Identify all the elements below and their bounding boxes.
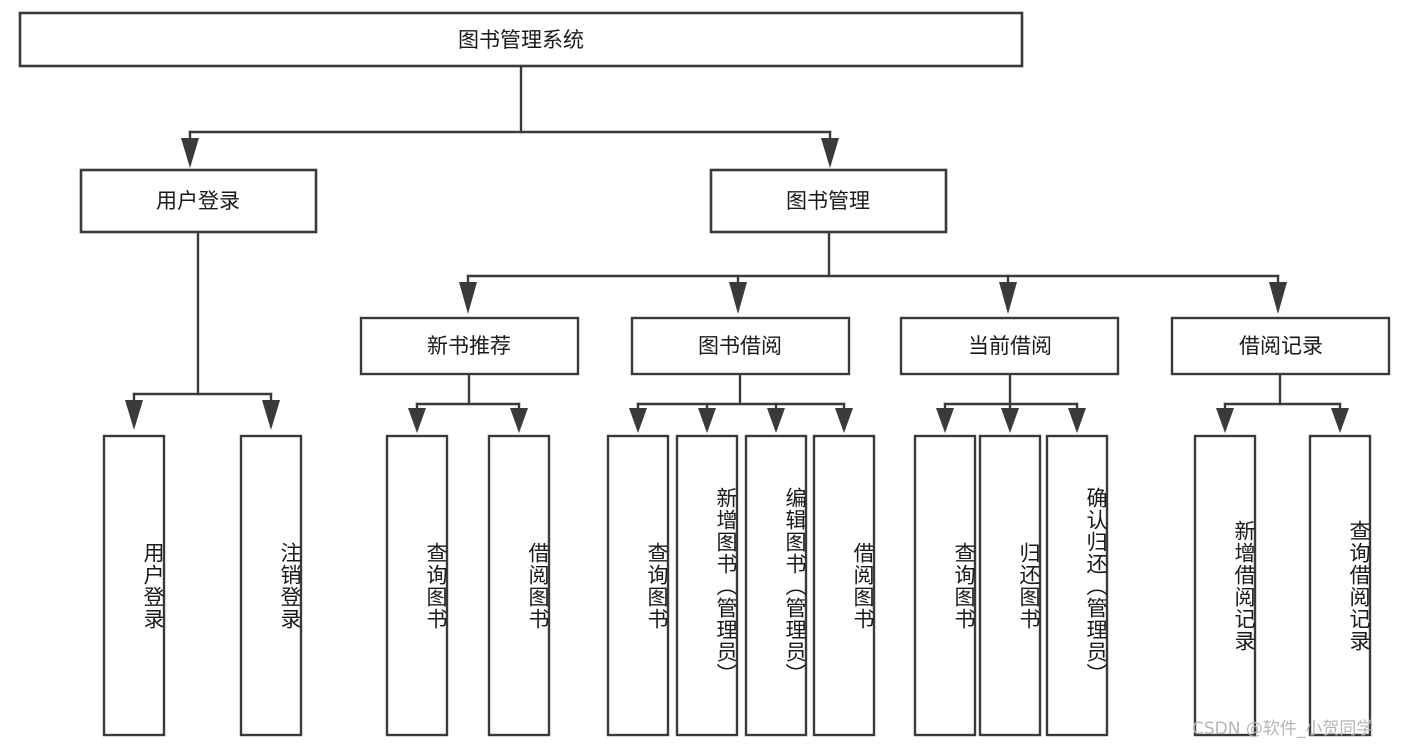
node-book-manage-box[interactable] [709,168,948,234]
arrowhead-to-current-borrow [999,282,1017,314]
node-root-box[interactable] [18,11,1024,68]
connector-group-user-login [125,230,280,430]
connector-group-root [181,64,839,168]
connector-group-book-manage [459,230,1287,314]
node-new-book-recommend-label: 新书推荐 [427,334,511,358]
arrowhead-to-book-borrow [729,282,747,314]
node-new-book-recommend-box[interactable] [359,316,580,376]
node-current-borrow[interactable]: 当前借阅 [899,316,1120,376]
leaf-box-add-book[interactable] [675,434,739,737]
leaf-box-add-record[interactable] [1193,434,1257,737]
arrowhead-to-leaf-return-book [1001,408,1019,433]
node-borrow-record-box[interactable] [1170,316,1391,376]
csdn-watermark: CSDN @软件_小贺同学 [1192,719,1374,739]
leaf-box-user-login[interactable] [102,434,166,737]
arrowhead-to-leaf-edit-book [767,408,785,433]
node-user-login-label: 用户登录 [156,189,240,213]
arrowhead-to-new-book-recommend [459,282,477,314]
node-current-borrow-label: 当前借阅 [968,334,1052,358]
arrowhead-to-leaf-borrow-book-2 [835,408,853,433]
connector-group-current-borrow [936,372,1086,433]
arrowhead-to-leaf-query-book-3 [936,408,954,433]
node-book-borrow-box[interactable] [630,316,851,376]
leaf-box-borrow-book-1[interactable] [487,434,551,737]
connector-group-new-book-recommend [408,372,528,433]
node-book-borrow-label: 图书借阅 [698,334,782,358]
arrowhead-to-leaf-confirm-return [1068,408,1086,433]
arrowhead-to-leaf-borrow-book-1 [510,408,528,433]
arrowhead-to-leaf-query-record [1331,408,1349,433]
node-borrow-record[interactable]: 借阅记录 [1170,316,1391,376]
node-book-borrow[interactable]: 图书借阅 [630,316,851,376]
arrowhead-to-book-manage [821,138,839,168]
connector-group-borrow-record [1216,372,1349,433]
leaf-box-query-book-3[interactable] [913,434,977,737]
node-new-book-recommend[interactable]: 新书推荐 [359,316,580,376]
node-root-label: 图书管理系统 [458,28,584,52]
node-current-borrow-box[interactable] [899,316,1120,376]
node-user-login-box[interactable] [79,168,318,234]
arrowhead-to-user-login [181,138,199,168]
node-book-manage-label: 图书管理 [786,189,870,213]
arrowhead-to-leaf-add-record [1216,408,1234,433]
arrowhead-to-leaf-user-login [125,400,143,430]
leaf-box-borrow-book-2[interactable] [812,434,876,737]
connector-group-book-borrow [629,372,853,433]
arrowhead-to-borrow-record [1269,282,1287,314]
leaf-box-query-book-1[interactable] [385,434,449,737]
leaf-box-query-record[interactable] [1308,434,1372,737]
node-user-login[interactable]: 用户登录 [79,168,318,234]
leaf-box-logout[interactable] [239,434,303,737]
node-borrow-record-label: 借阅记录 [1239,334,1323,358]
leaf-boxes [102,434,1372,737]
arrowhead-to-leaf-add-book [698,408,716,433]
node-book-manage[interactable]: 图书管理 [709,168,948,234]
arrowhead-to-leaf-query-book-1 [408,408,426,433]
arrowhead-to-leaf-query-book-2 [629,408,647,433]
leaf-box-return-book[interactable] [978,434,1042,737]
leaf-box-edit-book[interactable] [744,434,808,737]
node-root[interactable]: 图书管理系统 [18,11,1024,68]
arrowhead-to-leaf-logout [262,400,280,430]
leaf-box-confirm-return[interactable] [1045,434,1109,737]
leaf-box-query-book-2[interactable] [606,434,670,737]
